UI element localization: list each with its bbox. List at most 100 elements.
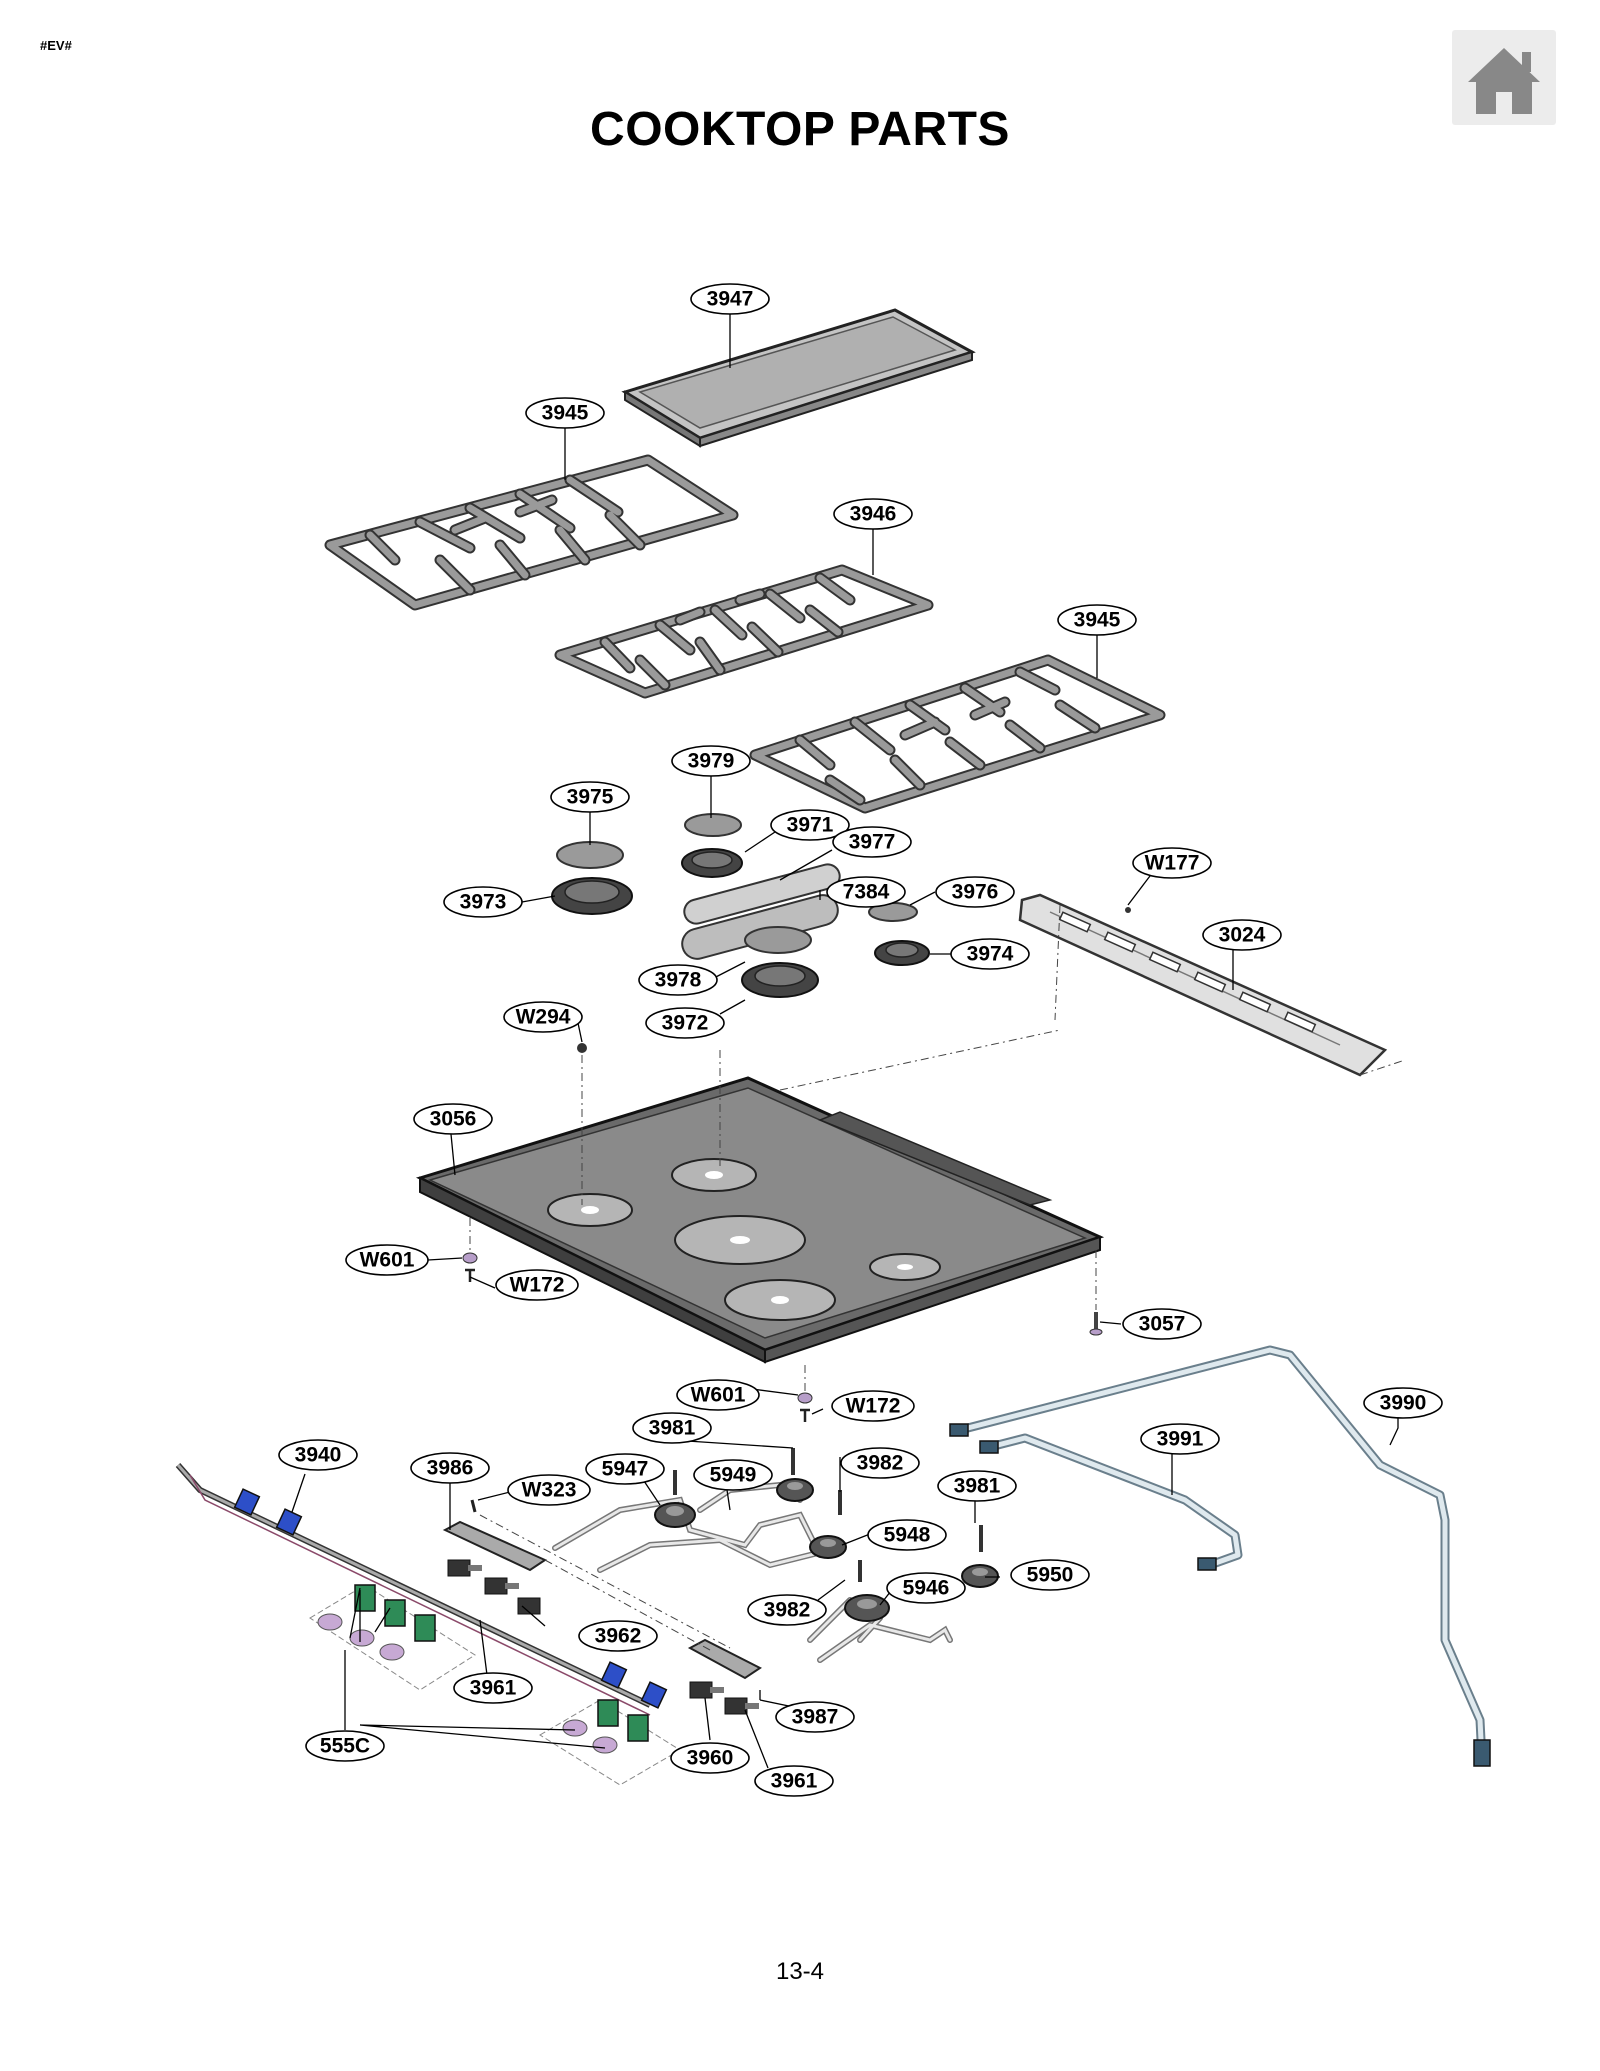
svg-text:3962: 3962 xyxy=(595,1625,642,1648)
callout-5947[interactable]: 5947 xyxy=(585,1453,665,1485)
svg-text:W177: W177 xyxy=(1145,852,1200,875)
home-button[interactable] xyxy=(1452,30,1556,125)
svg-text:3945: 3945 xyxy=(542,402,589,425)
burner-head-3971 xyxy=(681,848,743,878)
callout-3960[interactable]: 3960 xyxy=(670,1742,750,1774)
svg-text:5948: 5948 xyxy=(884,1524,931,1547)
callout-5946[interactable]: 5946 xyxy=(886,1572,966,1604)
burner-valve-5950 xyxy=(961,1564,999,1588)
callout-w323[interactable]: W323 xyxy=(507,1474,591,1506)
callout-3945-right-grate[interactable]: 3945 xyxy=(1057,604,1137,636)
grate-center-part xyxy=(554,564,934,699)
callout-3990[interactable]: 3990 xyxy=(1363,1387,1443,1419)
gas-valve-3961-lower xyxy=(724,1697,759,1715)
home-icon xyxy=(1468,48,1540,114)
callout-3982-top[interactable]: 3982 xyxy=(840,1447,920,1479)
oval-cap-3977 xyxy=(683,863,841,925)
callout-3940[interactable]: 3940 xyxy=(278,1439,358,1471)
callout-5948[interactable]: 5948 xyxy=(867,1519,947,1551)
svg-text:3945: 3945 xyxy=(1074,609,1121,632)
svg-text:3990: 3990 xyxy=(1380,1392,1427,1415)
svg-text:3947: 3947 xyxy=(707,288,754,311)
gas-valve-3962 xyxy=(484,1577,541,1615)
callout-3978[interactable]: 3978 xyxy=(638,964,718,996)
screw-w294 xyxy=(577,1043,587,1053)
grate-left-part xyxy=(324,454,739,611)
svg-text:3981: 3981 xyxy=(954,1475,1001,1498)
callout-3987[interactable]: 3987 xyxy=(775,1701,855,1733)
burner-head-3972 xyxy=(741,962,819,998)
callout-3982-bottom[interactable]: 3982 xyxy=(747,1594,827,1626)
svg-text:5949: 5949 xyxy=(710,1464,757,1487)
knob-group-right xyxy=(539,1699,681,1786)
page-number: 13-4 xyxy=(775,1958,825,1985)
svg-text:3024: 3024 xyxy=(1219,924,1266,947)
gas-valve-3961-upper xyxy=(447,1559,482,1577)
burner-cap-3975 xyxy=(556,841,624,869)
spacer-w601-left xyxy=(462,1252,478,1264)
callout-3973[interactable]: 3973 xyxy=(443,886,523,918)
svg-text:7384: 7384 xyxy=(843,881,890,904)
callout-3975[interactable]: 3975 xyxy=(550,781,630,813)
callout-3971[interactable]: 3971 xyxy=(770,809,850,841)
callout-w601-center[interactable]: W601 xyxy=(676,1379,760,1411)
svg-text:3982: 3982 xyxy=(857,1452,904,1475)
grate-right-part xyxy=(749,654,1166,814)
callout-7384[interactable]: 7384 xyxy=(826,876,906,908)
svg-text:3986: 3986 xyxy=(427,1457,474,1480)
svg-text:3978: 3978 xyxy=(655,969,702,992)
leg-3057 xyxy=(1089,1312,1103,1336)
callout-3947[interactable]: 3947 xyxy=(690,283,770,315)
callout-555c[interactable]: 555C xyxy=(305,1730,385,1762)
callout-3991[interactable]: 3991 xyxy=(1140,1423,1220,1455)
svg-text:5946: 5946 xyxy=(903,1577,950,1600)
svg-text:W601: W601 xyxy=(691,1384,746,1407)
callout-w177[interactable]: W177 xyxy=(1132,847,1212,879)
burner-valve-5948 xyxy=(809,1535,847,1559)
svg-text:3057: 3057 xyxy=(1139,1313,1186,1336)
callout-3057[interactable]: 3057 xyxy=(1122,1308,1202,1340)
callout-3972[interactable]: 3972 xyxy=(645,1007,725,1039)
burner-cap-3979 xyxy=(684,813,742,837)
callout-3977[interactable]: 3977 xyxy=(832,826,912,858)
gas-valve-3960 xyxy=(689,1681,724,1699)
callout-3946[interactable]: 3946 xyxy=(833,498,913,530)
callout-3981-right[interactable]: 3981 xyxy=(937,1470,1017,1502)
svg-text:W323: W323 xyxy=(522,1479,577,1502)
callout-5949[interactable]: 5949 xyxy=(693,1459,773,1491)
callout-3962[interactable]: 3962 xyxy=(578,1620,658,1652)
svg-text:3946: 3946 xyxy=(850,503,897,526)
callout-3976[interactable]: 3976 xyxy=(935,876,1015,908)
callout-3974[interactable]: 3974 xyxy=(950,938,1030,970)
callout-3056[interactable]: 3056 xyxy=(413,1103,493,1135)
svg-text:3987: 3987 xyxy=(792,1706,839,1729)
svg-text:5947: 5947 xyxy=(602,1458,649,1481)
screw-w172-center xyxy=(800,1408,810,1422)
callout-3945-left-grate[interactable]: 3945 xyxy=(525,397,605,429)
page-title: COOKTOP PARTS xyxy=(590,103,1010,156)
callout-3961-lower[interactable]: 3961 xyxy=(754,1765,834,1797)
burner-valve-5947 xyxy=(654,1502,696,1528)
svg-text:3973: 3973 xyxy=(460,891,507,914)
svg-text:3982: 3982 xyxy=(764,1599,811,1622)
callout-w172-center[interactable]: W172 xyxy=(831,1390,915,1422)
svg-text:555C: 555C xyxy=(320,1735,370,1758)
callout-5950[interactable]: 5950 xyxy=(1010,1559,1090,1591)
callout-3961-upper[interactable]: 3961 xyxy=(453,1672,533,1704)
svg-text:W172: W172 xyxy=(510,1274,565,1297)
svg-text:3981: 3981 xyxy=(649,1417,696,1440)
burner-valve-5946 xyxy=(844,1594,890,1622)
callout-3979[interactable]: 3979 xyxy=(671,745,751,777)
svg-text:3960: 3960 xyxy=(687,1747,734,1770)
callout-3024[interactable]: 3024 xyxy=(1202,919,1282,951)
callout-w294[interactable]: W294 xyxy=(503,1001,583,1033)
callout-3981-left[interactable]: 3981 xyxy=(632,1412,712,1444)
svg-text:3971: 3971 xyxy=(787,814,834,837)
manifold-pipe-3940 xyxy=(175,1463,668,1716)
callout-w601-left[interactable]: W601 xyxy=(345,1244,429,1276)
callout-w172-left[interactable]: W172 xyxy=(495,1269,579,1301)
burner-cap-3978 xyxy=(744,926,812,954)
callout-3986[interactable]: 3986 xyxy=(410,1452,490,1484)
svg-text:3961: 3961 xyxy=(771,1770,818,1793)
svg-text:3976: 3976 xyxy=(952,881,999,904)
